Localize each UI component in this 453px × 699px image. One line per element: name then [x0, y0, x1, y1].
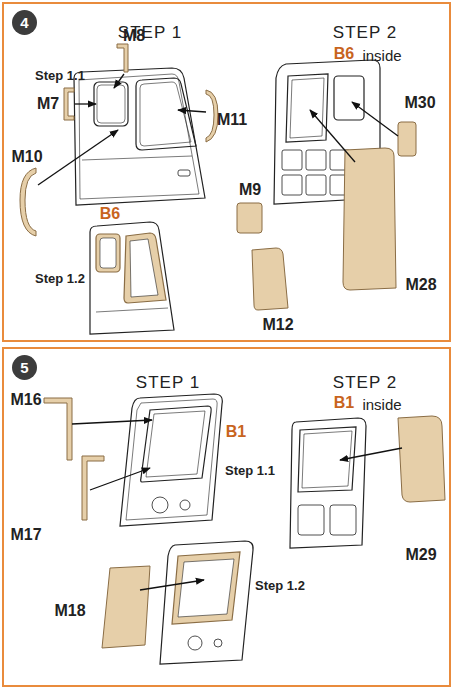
door-outline [160, 541, 253, 664]
part-name: B6 [100, 206, 120, 222]
step-heading: STEP 2 [333, 24, 397, 41]
door-outline [120, 394, 222, 526]
mask-part [398, 122, 416, 156]
door-panel-line [82, 156, 192, 160]
step-heading: STEP 2 [333, 374, 397, 391]
door-detail [214, 639, 222, 647]
window-inner [146, 411, 205, 477]
window [334, 76, 364, 120]
door-inner-line [126, 399, 217, 520]
part-name: M17 [10, 527, 41, 543]
substep-label: Step 1.1 [225, 464, 275, 477]
part-name: B1 [334, 395, 354, 411]
door-cell [282, 175, 302, 195]
part-name: M7 [37, 96, 59, 112]
step-note: inside [362, 397, 401, 412]
part-name: M8 [123, 28, 145, 44]
part-name: B6 [334, 46, 354, 62]
window [136, 78, 196, 150]
placement-arrow [72, 420, 152, 424]
door-cell [306, 150, 326, 170]
part-name: M9 [239, 182, 261, 198]
window-inner [140, 82, 191, 146]
placement-arrow [310, 110, 355, 162]
part-name: M29 [405, 547, 436, 563]
placement-arrow [340, 448, 402, 460]
mask-on-window [124, 233, 166, 303]
door-cell [306, 175, 326, 195]
placement-arrow [178, 110, 206, 112]
window [286, 74, 328, 142]
door-drawings [74, 60, 380, 664]
window-inner [290, 78, 324, 138]
mask-parts [20, 44, 445, 648]
part-name: M10 [11, 149, 42, 165]
mask-on-window [172, 552, 240, 624]
door-outline [290, 418, 366, 548]
door-cell [330, 505, 356, 535]
placement-arrows [38, 74, 402, 590]
substep-label: Step 1.1 [35, 69, 85, 82]
door-detail [152, 497, 168, 513]
part-name: B1 [226, 424, 246, 440]
window [141, 406, 212, 482]
mask-part [20, 168, 36, 236]
door-handle [178, 170, 190, 176]
placement-arrow [90, 468, 150, 490]
door-outline [90, 222, 174, 334]
part-name: M28 [405, 277, 436, 293]
placement-arrow [38, 130, 118, 185]
mask-part [82, 456, 104, 520]
door-detail [188, 636, 202, 650]
door-panel-line [96, 308, 168, 312]
mask-part [117, 44, 128, 72]
placement-arrow [75, 103, 96, 104]
door-cell [282, 150, 302, 170]
step-number: 5 [12, 355, 37, 380]
mask-part [102, 566, 150, 648]
step-heading: STEP 1 [136, 374, 200, 391]
part-name: M11 [217, 112, 247, 128]
mask-part [44, 398, 72, 460]
mask-part [206, 90, 218, 142]
mask-part [64, 88, 74, 120]
part-name: M18 [54, 603, 85, 619]
mask-part [237, 203, 262, 233]
part-name: M30 [404, 95, 435, 111]
window [178, 559, 234, 617]
placement-arrow [352, 102, 398, 136]
step-note: inside [362, 48, 401, 63]
window [130, 239, 158, 297]
mask-on-window [96, 234, 120, 272]
part-name: M16 [10, 392, 41, 408]
part-name: M12 [262, 317, 293, 333]
substep-label: Step 1.2 [35, 272, 85, 285]
window-inner [97, 85, 125, 123]
placement-arrow [140, 580, 204, 590]
door-cell [298, 505, 324, 535]
mask-part [343, 148, 396, 290]
window [298, 427, 356, 492]
substep-label: Step 1.2 [255, 579, 305, 592]
window [94, 82, 128, 126]
mask-part [252, 248, 288, 310]
door-inner-line [79, 74, 199, 199]
door-detail [180, 500, 190, 510]
door-outline [74, 68, 205, 205]
step-number: 4 [12, 10, 37, 35]
mask-part [398, 416, 445, 502]
placement-arrow [114, 74, 124, 88]
window [100, 238, 116, 268]
